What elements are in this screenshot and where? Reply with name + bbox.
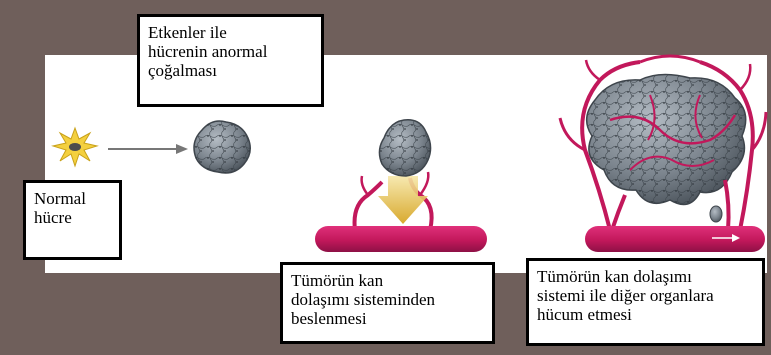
- normal-cell-label: Normal hücre: [23, 180, 122, 260]
- small-tumor-icon: [194, 121, 250, 173]
- invasive-tumor-illustration: [560, 56, 766, 252]
- progression-arrow: [108, 144, 188, 154]
- tumor-feeding-label: Tümörün kan dolaşımı sisteminden beslenm…: [280, 262, 495, 344]
- abnormal-growth-label: Etkenler ile hücrenin anormal çoğalması: [137, 14, 324, 107]
- tumor-invasion-label: Tümörün kan dolaşımı sistemi ile diğer o…: [526, 258, 765, 346]
- normal-cell-icon: [53, 128, 97, 166]
- feeding-tumor-illustration: [315, 120, 487, 252]
